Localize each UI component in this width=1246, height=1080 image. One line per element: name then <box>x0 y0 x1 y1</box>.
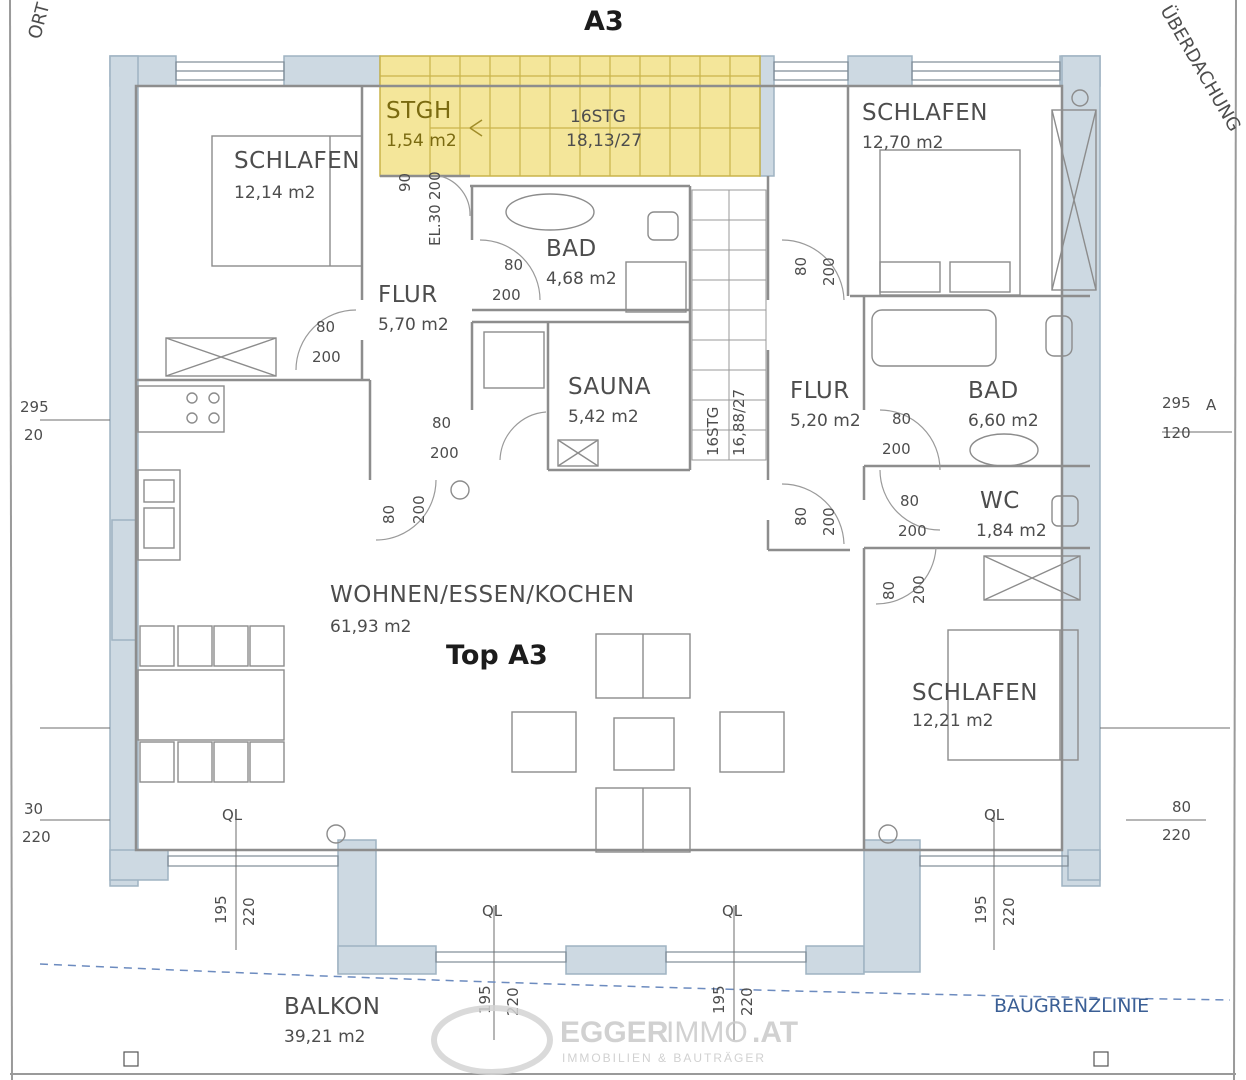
axis-lines <box>40 419 1232 1040</box>
unit-heading: A3 <box>584 6 624 37</box>
baugrenzlinie-label: BAUGRENZLINIE <box>994 995 1149 1017</box>
room-area-flur-left: 5,70 m2 <box>378 315 449 335</box>
dim-80: 80 <box>892 410 911 428</box>
dim-200: 200 <box>820 257 838 286</box>
dim-295-left: 295 <box>20 398 49 416</box>
dim-195: 195 <box>212 895 230 924</box>
room-name-schlafen-left: SCHLAFEN <box>234 148 360 174</box>
stair-side <box>691 189 767 461</box>
dim-200: 200 <box>410 495 428 524</box>
room-area-flur-right: 5,20 m2 <box>790 411 861 431</box>
room-name-wc: WC <box>980 488 1020 514</box>
room-name-flur-right: FLUR <box>790 378 850 404</box>
room-area-schlafen-left: 12,14 m2 <box>234 183 315 203</box>
room-name-sauna: SAUNA <box>568 374 651 400</box>
corner-marker-left <box>123 1051 139 1067</box>
el-label: EL.30 <box>426 204 444 246</box>
watermark-brand-b: IMMO <box>666 1016 748 1049</box>
dim-30-left: 30 <box>24 800 43 818</box>
room-name-bad-left: BAD <box>546 236 597 262</box>
room-area-wohnen: 61,93 m2 <box>330 617 411 637</box>
watermark-tagline: IMMOBILIEN & BAUTRÄGER <box>562 1051 766 1065</box>
dim-80: 80 <box>792 257 810 276</box>
room-name-wohnen: WOHNEN/ESSEN/KOCHEN <box>330 582 635 608</box>
dim-90: 90 <box>396 173 414 192</box>
ql-label: QL <box>984 806 1005 824</box>
room-area-sauna: 5,42 m2 <box>568 407 639 427</box>
stair-top <box>379 55 761 177</box>
dim-120-right: 120 <box>1162 424 1191 442</box>
dim-200: 200 <box>820 507 838 536</box>
dim-200: 200 <box>910 575 928 604</box>
dim-80: 80 <box>432 414 451 432</box>
room-name-stgh: STGH <box>386 98 452 124</box>
dim-200: 200 <box>898 522 927 540</box>
room-area-wc: 1,84 m2 <box>976 521 1047 541</box>
dim-80: 80 <box>880 581 898 600</box>
a-mark: A <box>1206 396 1217 414</box>
dim-220-right: 220 <box>1162 826 1191 844</box>
top-label: Top A3 <box>446 640 548 671</box>
dim-80: 80 <box>380 505 398 524</box>
dim-80-right: 80 <box>1172 798 1191 816</box>
dim-200: 200 <box>492 286 521 304</box>
watermark-brand-a: EGGER <box>560 1016 669 1049</box>
door-dimensions: 80 200 80 200 80 200 80 200 90 200 EL.30… <box>312 171 928 604</box>
room-area-balkon: 39,21 m2 <box>284 1027 365 1047</box>
ql-label: QL <box>722 902 743 920</box>
door-swings <box>295 175 941 605</box>
room-area-bad-right: 6,60 m2 <box>968 411 1039 431</box>
window-dimensions: QL QL QL QL 195 220 195 220 195 220 195 … <box>20 394 1217 1016</box>
dim-80: 80 <box>504 256 523 274</box>
room-name-bad-right: BAD <box>968 378 1019 404</box>
room-area-schlafen-bottom-right: 12,21 m2 <box>912 711 993 731</box>
room-area-stgh: 1,54 m2 <box>386 131 457 151</box>
furniture <box>137 89 1097 853</box>
dim-200: 200 <box>312 348 341 366</box>
dim-200: 200 <box>882 440 911 458</box>
room-area-schlafen-top-right: 12,70 m2 <box>862 133 943 153</box>
dim-220: 220 <box>1000 897 1018 926</box>
stair-upper-ratio: 18,13/27 <box>566 131 642 151</box>
watermark-brand-c: .AT <box>752 1016 798 1049</box>
corner-marker-right <box>1093 1051 1109 1067</box>
stair-upper-count: 16STG <box>570 107 626 127</box>
room-area-bad-left: 4,68 m2 <box>546 269 617 289</box>
dim-80: 80 <box>792 507 810 526</box>
dim-200: 200 <box>430 444 459 462</box>
stair-side-count: 16STG <box>704 407 722 456</box>
ql-label: QL <box>482 902 503 920</box>
watermark: EGGER IMMO .AT IMMOBILIEN & BAUTRÄGER <box>431 1005 798 1075</box>
room-name-balkon: BALKON <box>284 994 380 1020</box>
dim-220: 220 <box>240 897 258 926</box>
dim-80: 80 <box>316 318 335 336</box>
baugrenzlinie-line <box>39 963 1231 1001</box>
dim-195: 195 <box>710 985 728 1014</box>
room-name-schlafen-bottom-right: SCHLAFEN <box>912 680 1038 706</box>
room-name-schlafen-top-right: SCHLAFEN <box>862 100 988 126</box>
stair-side-ratio: 16,88/27 <box>730 389 748 456</box>
dim-220: 220 <box>738 987 756 1016</box>
room-name-flur-left: FLUR <box>378 282 438 308</box>
dim-195: 195 <box>972 895 990 924</box>
dim-295-right: 295 <box>1162 394 1191 412</box>
paper-border <box>9 0 1237 1080</box>
dim-220-left: 220 <box>22 828 51 846</box>
dim-20-left: 20 <box>24 426 43 444</box>
dim-200: 200 <box>426 171 444 200</box>
dim-80: 80 <box>900 492 919 510</box>
ql-label: QL <box>222 806 243 824</box>
